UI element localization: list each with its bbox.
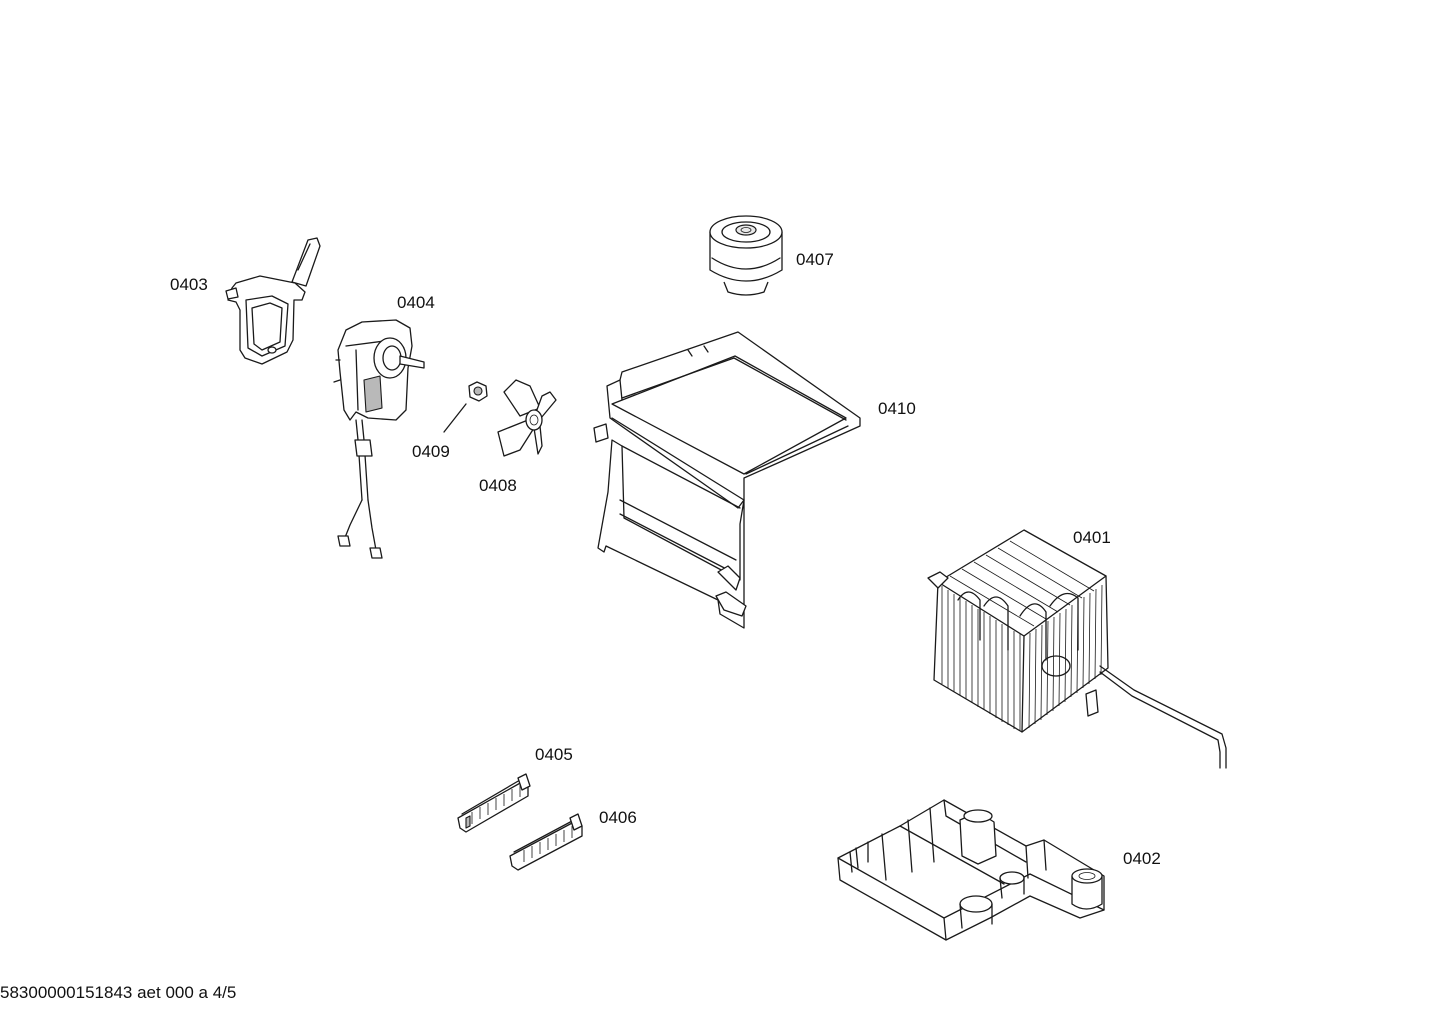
part-0408-fan-blade [497,379,557,457]
part-0405-terminal [457,773,531,833]
part-0404-motor [333,319,425,559]
part-0407-cap [709,215,783,296]
part-0406-terminal [509,813,583,871]
part-label-0403: 0403 [170,275,208,294]
document-footer-id: 58300000151843 aet 000 a 4/5 [0,983,237,1002]
part-label-0407: 0407 [796,250,834,269]
part-label-0410: 0410 [878,399,916,418]
part-label-0405: 0405 [535,745,573,764]
part-label-0402: 0402 [1123,849,1161,868]
part-label-0406: 0406 [599,808,637,827]
part-0402-tray [837,799,1105,941]
part-0401-evaporator [927,529,1227,769]
part-label-0408: 0408 [479,476,517,495]
part-label-0401: 0401 [1073,528,1111,547]
part-0403-bracket [225,237,321,365]
part-label-0404: 0404 [397,293,435,312]
part-0409-nut [443,381,488,433]
part-0410-cover [593,331,861,629]
part-label-0409: 0409 [412,442,450,461]
